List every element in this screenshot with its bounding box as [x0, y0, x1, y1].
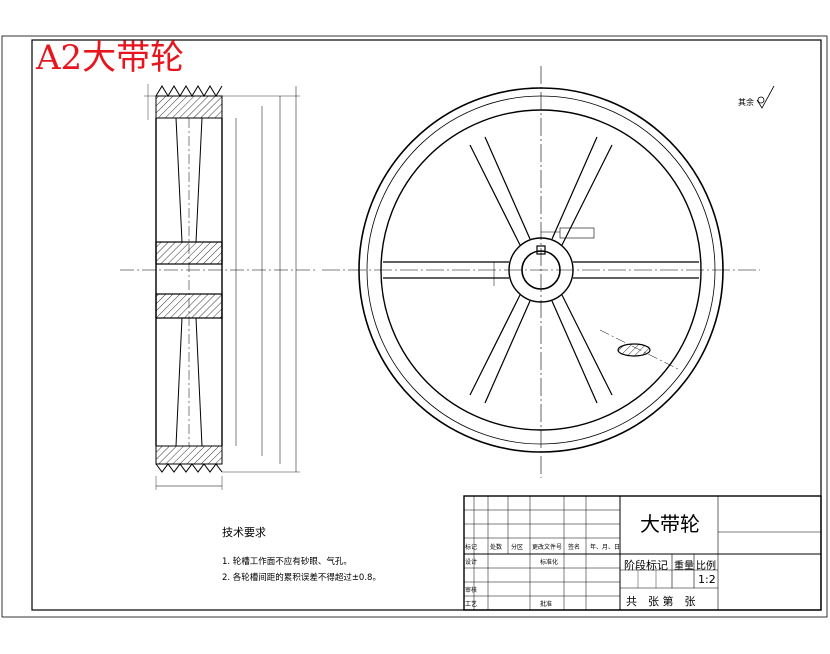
rev-header: 处数 [490, 544, 503, 551]
approve-label: 批准 [540, 601, 553, 608]
weight-label: 重量 [674, 561, 694, 572]
stage-label: 阶段标记 [624, 559, 668, 572]
note-line: 1. 轮槽工作面不应有砂眼、气孔。 [222, 557, 352, 567]
scale-value: 1:2 [698, 573, 716, 586]
row-label: 工艺 [465, 601, 478, 608]
row-label: 设计 [465, 559, 478, 566]
surface-roughness-icon [756, 85, 775, 109]
notes-header: 技术要求 [222, 526, 266, 539]
sheet-count: 共 张 第 张 [626, 595, 696, 608]
rev-header: 签名 [568, 544, 581, 551]
front-view [322, 66, 760, 478]
title-block [463, 495, 822, 611]
scale-label: 比例 [696, 561, 716, 572]
rev-header: 年、月、日 [590, 544, 621, 551]
inner-frame [31, 39, 822, 611]
section-view [120, 84, 315, 490]
sheet-label: A2大带轮 [36, 38, 185, 78]
rev-header: 分区 [511, 544, 524, 551]
row-label: 审核 [465, 587, 478, 594]
technical-notes: 技术要求 1. 轮槽工作面不应有砂眼、气孔。 2. 各轮槽间距的累积误差不得超过… [222, 524, 381, 586]
roughness-note: 其余 [738, 98, 754, 107]
std-label: 标准化 [540, 559, 559, 566]
part-name: 大带轮 [640, 512, 700, 536]
rev-header: 标记 [465, 544, 478, 551]
rev-header: 更改文件号 [532, 544, 563, 551]
outer-frame [1, 35, 828, 618]
note-line: 2. 各轮槽间距的累积误差不得超过±0.8。 [222, 573, 381, 583]
